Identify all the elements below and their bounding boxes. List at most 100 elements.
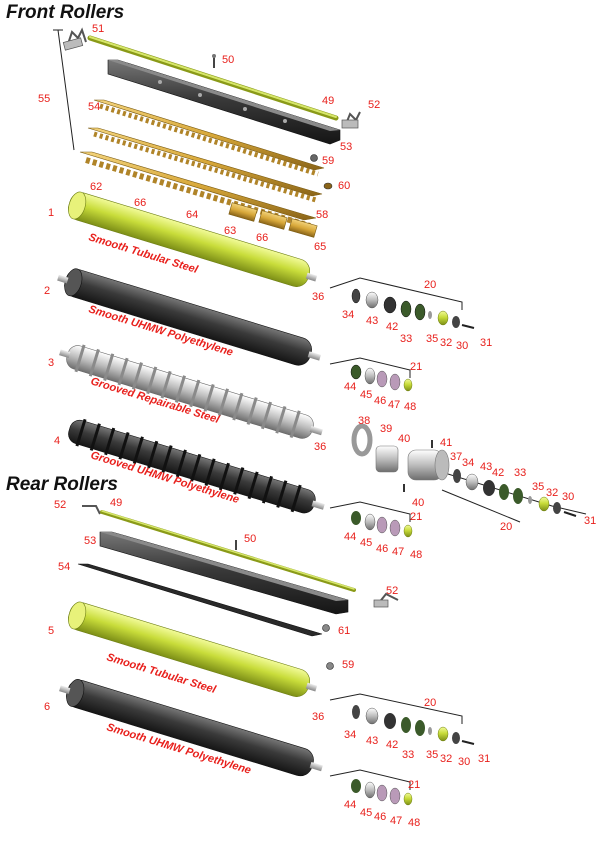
callout-30a: 30 bbox=[456, 340, 468, 352]
callout-44c: 44 bbox=[344, 799, 356, 811]
callout-31a: 31 bbox=[480, 337, 492, 349]
callout-64: 64 bbox=[186, 209, 198, 221]
scraper-plate-part-54-rear bbox=[77, 563, 323, 637]
callout-42a: 42 bbox=[386, 321, 398, 333]
roller-part-2 bbox=[57, 268, 321, 366]
callout-30c: 30 bbox=[458, 756, 470, 768]
shaft-part-49 bbox=[87, 35, 339, 121]
callout-42b: 42 bbox=[492, 467, 504, 479]
callout-35c: 35 bbox=[426, 749, 438, 761]
callout-59: 59 bbox=[322, 155, 334, 167]
callout-21a: 21 bbox=[410, 361, 422, 373]
callout-53: 53 bbox=[340, 141, 352, 153]
callout-34b: 34 bbox=[462, 457, 474, 469]
spring-clip-part-51 bbox=[62, 27, 87, 51]
callouts: 51 50 55 49 52 54 53 59 60 62 66 64 58 1… bbox=[38, 23, 596, 829]
bearing-kit-20-top bbox=[329, 277, 475, 329]
callout-52b: 52 bbox=[54, 499, 66, 511]
roller-part-6 bbox=[59, 679, 323, 777]
front-rollers-title: Front Rollers bbox=[6, 2, 125, 23]
callout-30b: 30 bbox=[562, 491, 574, 503]
callout-3: 3 bbox=[48, 357, 54, 369]
callout-48b: 48 bbox=[410, 549, 422, 561]
callout-45c: 45 bbox=[360, 807, 372, 819]
callout-50b: 50 bbox=[244, 533, 256, 545]
rear-rollers-title: Rear Rollers bbox=[6, 474, 118, 495]
callout-6: 6 bbox=[44, 701, 50, 713]
callout-35a: 35 bbox=[426, 333, 438, 345]
callout-55: 55 bbox=[38, 93, 50, 105]
callout-38: 38 bbox=[358, 415, 370, 427]
comb-plate-part-54 bbox=[93, 99, 325, 177]
scraper-bar-part-53 bbox=[107, 59, 341, 145]
callout-21c: 21 bbox=[408, 779, 420, 791]
bracket-line-55 bbox=[53, 29, 75, 151]
callout-36a: 36 bbox=[312, 291, 324, 303]
callout-48a: 48 bbox=[404, 401, 416, 413]
callout-66b: 66 bbox=[256, 232, 268, 244]
callout-51: 51 bbox=[92, 23, 104, 35]
callout-33a: 33 bbox=[400, 333, 412, 345]
callout-5: 5 bbox=[48, 625, 54, 637]
callout-44a: 44 bbox=[344, 381, 356, 393]
roller-part-5 bbox=[68, 601, 318, 697]
spring-clip-part-52-rear-right bbox=[373, 592, 399, 608]
callout-40a: 40 bbox=[398, 433, 410, 445]
callout-32c: 32 bbox=[440, 753, 452, 765]
callout-46b: 46 bbox=[376, 543, 388, 555]
bearing-kit-21-middle bbox=[329, 501, 413, 538]
pin-part-50 bbox=[212, 54, 216, 68]
callout-46c: 46 bbox=[374, 811, 386, 823]
comb-plate-part-58 bbox=[79, 151, 317, 229]
callout-20c: 20 bbox=[424, 697, 436, 709]
callout-21b: 21 bbox=[410, 511, 422, 523]
callout-49: 49 bbox=[322, 95, 334, 107]
callout-52: 52 bbox=[368, 99, 380, 111]
callout-47a: 47 bbox=[388, 399, 400, 411]
callout-37: 37 bbox=[450, 451, 462, 463]
callout-62: 62 bbox=[90, 181, 102, 193]
hub-assembly bbox=[351, 423, 450, 492]
washer-part-59 bbox=[310, 154, 318, 162]
callout-36c: 36 bbox=[312, 711, 324, 723]
callout-45b: 45 bbox=[360, 537, 372, 549]
callout-61: 61 bbox=[338, 625, 350, 637]
callout-47b: 47 bbox=[392, 546, 404, 558]
callout-43c: 43 bbox=[366, 735, 378, 747]
washer-part-61 bbox=[322, 624, 330, 632]
callout-65: 65 bbox=[314, 241, 326, 253]
bearing-kit-20-middle bbox=[441, 469, 587, 523]
callout-66a: 66 bbox=[134, 197, 146, 209]
callout-34c: 34 bbox=[344, 729, 356, 741]
callout-42c: 42 bbox=[386, 739, 398, 751]
callout-48c: 48 bbox=[408, 817, 420, 829]
callout-33c: 33 bbox=[402, 749, 414, 761]
callout-39: 39 bbox=[380, 423, 392, 435]
callout-58: 58 bbox=[316, 209, 328, 221]
callout-20a: 20 bbox=[424, 279, 436, 291]
roller-part-4 bbox=[68, 418, 325, 514]
roller-part-3 bbox=[59, 344, 323, 439]
callout-60: 60 bbox=[338, 180, 350, 192]
callout-31b: 31 bbox=[584, 515, 596, 527]
comb-plate-part-60 bbox=[87, 127, 323, 203]
callout-45a: 45 bbox=[360, 389, 372, 401]
callout-2: 2 bbox=[44, 285, 50, 297]
callout-50: 50 bbox=[222, 54, 234, 66]
callout-47c: 47 bbox=[390, 815, 402, 827]
callout-43b: 43 bbox=[480, 461, 492, 473]
callout-35b: 35 bbox=[532, 481, 544, 493]
callout-32b: 32 bbox=[546, 487, 558, 499]
bearing-kit-21-top bbox=[329, 357, 413, 392]
callout-41: 41 bbox=[440, 437, 452, 449]
callout-59b: 59 bbox=[342, 659, 354, 671]
spring-clip-part-52-rear-left bbox=[82, 505, 101, 515]
callout-43a: 43 bbox=[366, 315, 378, 327]
callout-44b: 44 bbox=[344, 531, 356, 543]
callout-34a: 34 bbox=[342, 309, 354, 321]
callout-1: 1 bbox=[48, 207, 54, 219]
shaft-part-49-rear bbox=[100, 510, 356, 592]
roller-part-1 bbox=[68, 191, 318, 287]
